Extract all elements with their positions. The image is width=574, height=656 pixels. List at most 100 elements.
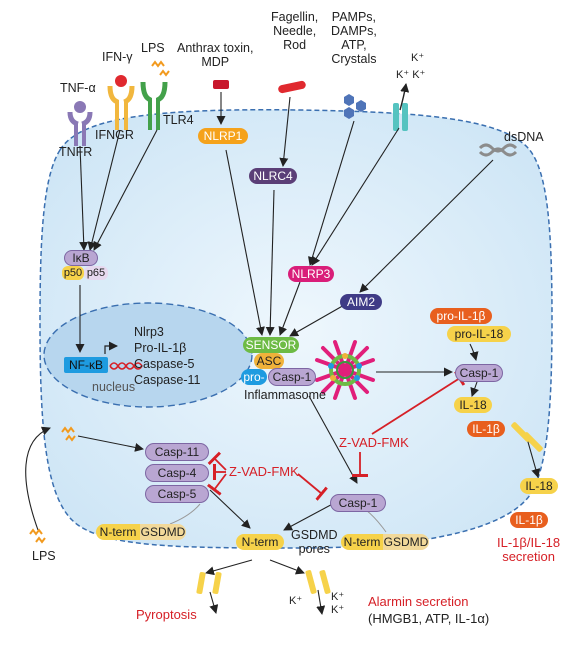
alarmin-label: Alarmin secretion <box>368 594 469 609</box>
flagellin-label: Fagellin, Needle, Rod <box>271 10 319 52</box>
arrow-aim2-inflammasome <box>289 303 347 337</box>
gene-promoter-arrow <box>104 341 118 354</box>
inflammasome-complex <box>315 340 375 400</box>
pyroptosis-label: Pyroptosis <box>136 607 197 622</box>
nucleus-gene-caspase5: Caspase-5 <box>134 357 195 371</box>
lps-squiggle-top <box>151 60 170 77</box>
nucleus-label: nucleus <box>92 380 136 394</box>
pro-pill: pro- <box>241 369 267 385</box>
tnfr-receptor <box>67 101 93 146</box>
p50-pill: p50 <box>62 266 84 280</box>
nucleus-gene-caspase11: Caspase-11 <box>134 373 201 387</box>
dna-strand-2 <box>109 362 143 370</box>
tnf-alpha-label: TNF-α <box>60 81 96 95</box>
alarmin-detail-label: (HMGB1, ATP, IL-1α) <box>368 611 490 626</box>
anthrax-toxin-shape <box>213 80 229 89</box>
nlrp1-pill: NLRP1 <box>198 128 248 144</box>
arrow-nlrp1-inflammasome <box>225 149 265 336</box>
lps-bottom-label: LPS <box>32 549 56 563</box>
inhibit-casp11 <box>207 451 227 471</box>
aim2-pill: AIM2 <box>340 294 382 310</box>
arrow-ifngr-nfkb <box>87 129 121 251</box>
arrow-nlrp3-inflammasome <box>278 281 301 336</box>
il1b-secreted-pill: IL-1β <box>510 512 548 528</box>
arrow-tlr4-nfkb <box>93 129 158 251</box>
secretion-bars <box>511 422 543 452</box>
potassium-label-2: K⁺ K⁺ <box>396 69 426 81</box>
pro-il18-pill: pro-IL-18 <box>447 326 511 342</box>
casp5-pill: Casp-5 <box>145 485 209 503</box>
arrow-inflammasome-casp1-bottom <box>308 395 358 484</box>
casp11-pill: Casp-11 <box>145 443 209 461</box>
inhibit-casp1-left <box>297 473 328 501</box>
pamps-label: PAMPs, DAMPs, ATP, Crystals <box>331 10 377 66</box>
asc-pill: ASC <box>254 353 284 369</box>
gsdmd-pores-label: GSDMD pores <box>291 528 338 556</box>
pamps-shapes <box>344 94 366 119</box>
secretion-label: IL-1β/IL-18 secretion <box>497 535 561 564</box>
nlrp3-pill: NLRP3 <box>288 266 334 282</box>
bottom-casp1-pill: Casp-1 <box>330 494 386 512</box>
nucleus-gene-nlrp3: Nlrp3 <box>134 325 164 339</box>
nfkb-box: NF-κB <box>64 357 108 373</box>
gsdmd-left-pill: GSDMD <box>140 524 186 540</box>
arrow-dsdna-aim2 <box>359 159 494 293</box>
arrow-casp-nterm <box>209 489 251 529</box>
anthrax-label: Anthrax toxin, MDP <box>177 41 254 69</box>
casp4-pill: Casp-4 <box>145 464 209 482</box>
arrow-casp1-il18 <box>470 381 479 397</box>
dsdna-label: dsDNA <box>504 130 544 144</box>
arrow-lps-loop <box>25 426 51 531</box>
potassium-label-c: K⁺ <box>331 604 345 616</box>
tlr4-receptor <box>140 81 168 130</box>
pore-bars-right <box>305 570 331 594</box>
il18-secreted-pill: IL-18 <box>520 478 558 494</box>
arrow-tnfr-nfkb <box>79 145 89 251</box>
lps-squiggle-mid <box>61 426 76 442</box>
arrow-lps-casp11 <box>77 435 144 452</box>
inflammasome-label: Inflammasome <box>244 388 326 402</box>
pore-bars-left <box>196 571 222 595</box>
ifngr-receptor <box>107 75 135 130</box>
zvad-right-label: Z-VAD-FMK <box>339 435 409 450</box>
arrow-nterm-pores <box>269 559 305 575</box>
link-gsdmd-left <box>169 503 201 525</box>
arrow-flagellin-nlrc4 <box>279 96 291 167</box>
nucleus <box>43 302 253 408</box>
flagellin-shape <box>278 80 306 94</box>
inflammasome-casp1-pill: Casp-1 <box>268 368 316 386</box>
inhibit-casp5 <box>206 473 227 496</box>
nucleus-gene-pro-il1b: Pro-IL-1β <box>134 341 187 355</box>
potassium-label-b: K⁺ <box>331 591 345 603</box>
arrow-pyroptosis-down <box>209 591 219 614</box>
p65-pill: p65 <box>84 266 108 280</box>
arrow-nterm-pyroptosis <box>205 559 253 576</box>
right-casp1-pill: Casp-1 <box>455 364 503 382</box>
nterm-left-pill: N-term <box>96 524 140 540</box>
ifn-gamma-label: IFN-γ <box>102 50 133 64</box>
lps-top-label: LPS <box>141 41 165 55</box>
lps-squiggle-bottom <box>29 528 46 544</box>
zvad-left-label: Z-VAD-FMK <box>229 464 299 479</box>
dsdna-helix <box>478 143 518 157</box>
pro-il1b-pill: pro-IL-1β <box>430 308 492 324</box>
arrow-kchannel-nlrp3 <box>311 127 400 266</box>
inhibit-casp1-right <box>371 370 466 435</box>
arrow-nlrc4-inflammasome <box>265 189 275 336</box>
nlrc4-pill: NLRC4 <box>249 168 297 184</box>
ifngr-label: IFNGR <box>95 128 134 142</box>
tnfr-label: TNFR <box>59 145 93 159</box>
nterm-center-pill: N-term <box>236 534 284 550</box>
potassium-channel <box>393 83 410 131</box>
arrow-pamps-nlrp3 <box>308 120 355 266</box>
potassium-label-a: K⁺ <box>289 595 303 607</box>
nterm-right-pill: N-term <box>341 534 383 550</box>
ikb-pill: IκB <box>64 250 98 266</box>
potassium-label-1: K⁺ <box>411 52 425 64</box>
tlr4-label: TLR4 <box>163 113 194 127</box>
gsdmd-right-pill: GSDMD <box>383 534 429 550</box>
il1b-pill: IL-1β <box>467 421 505 437</box>
il18-pill: IL-18 <box>454 397 492 413</box>
arrow-pore-k-down <box>316 589 326 615</box>
